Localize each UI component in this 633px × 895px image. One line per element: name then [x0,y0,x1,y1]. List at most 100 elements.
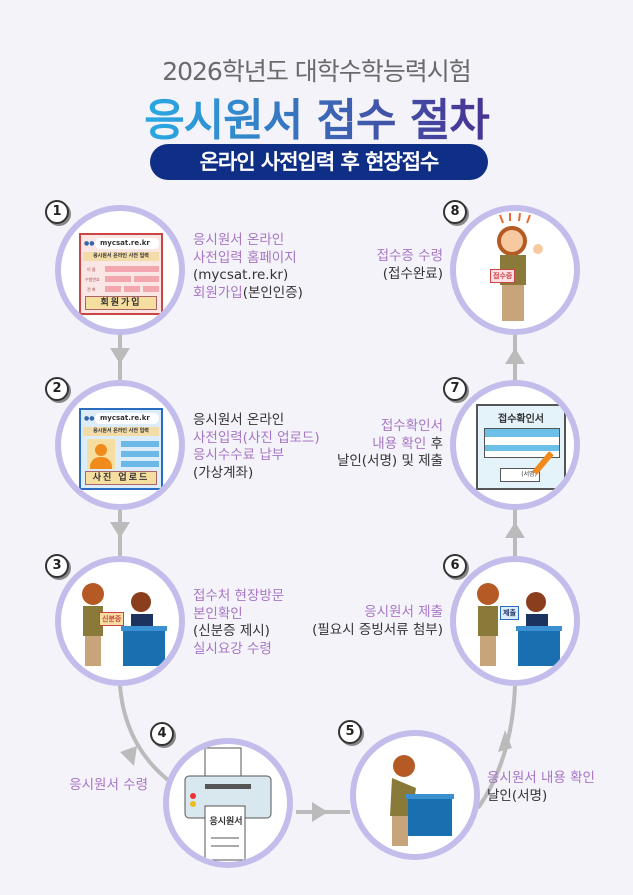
page-title: 응시원서 접수 절차 [0,84,633,148]
submit-document: 제출 [500,606,519,620]
plain-text: (본인인증) [242,284,303,301]
step-text-line: (가상계좌) [193,465,320,483]
step-text-line: 접수증 수령 [377,248,443,266]
form-label: 이 름 [87,267,96,272]
highlighted-text: 본인확인 [193,605,243,622]
step-text-line: (mycsat.re.kr) [193,267,303,285]
step-8-illustration: 접수증 [450,205,580,335]
step-number-badge: 4 [150,722,174,746]
step-text-line: 회원가입(본인인증) [193,285,303,303]
step-text-line: 응시원서 수령 [69,777,148,795]
highlighted-text: 실시요강 수령 [193,640,272,657]
plain-text: (가상계좌) [193,464,254,481]
url-bar: mycsat.re.kr [95,413,159,424]
plain-text: (신분증 제시) [193,623,270,639]
step-7-illustration: 접수확인서 (서명) [450,380,580,510]
plain-text: 응시원서 온라인 [193,412,285,428]
signing-person-icon [390,755,454,846]
highlighted-text: 접수확인서 [380,418,443,434]
highlighted-text: 회원가입 [193,284,243,301]
step-number-badge: 3 [45,554,69,578]
step-text-line: 날인(서명) [487,788,595,806]
arrow-down [110,522,130,538]
step-text-line: 본인확인 [193,606,284,624]
signup-browser: ●● mycsat.re.kr 응시원서 온라인 사전 입력 이 름 수험번호 … [79,233,163,315]
step-number-badge: 6 [443,554,467,578]
plain-text: (mycsat.re.kr) [193,267,289,283]
step-text-line: (접수완료) [377,266,443,284]
step-text-line: 응시원서 제출 [312,604,443,622]
id-card: 신분증 [99,612,125,626]
step-4-illustration: 응시원서 [163,738,293,868]
upload-browser: ●● mycsat.re.kr 응시원서 온라인 사전 입력 사진 업로드 [79,408,163,490]
plain-text: (필요시 증빙서류 첨부) [312,621,443,638]
arrow-up [505,522,525,538]
arrow-right [312,802,328,822]
step-2-illustration: ●● mycsat.re.kr 응시원서 온라인 사전 입력 사진 업로드 [55,380,185,510]
form-title: 응시원서 온라인 사전 입력 [83,252,159,261]
step-6-illustration: 제출 [450,556,580,686]
highlighted-text: 응시원서 제출 [364,604,443,620]
form-title: 응시원서 온라인 사전 입력 [83,427,159,436]
step-text-line: 날인(서명) 및 제출 [337,453,443,471]
step-number-badge: 5 [338,720,362,744]
upload-button: 사진 업로드 [85,471,157,485]
highlighted-text: 사전입력 홈페이지 [193,249,297,266]
browser-dots-icon: ●● [84,240,95,247]
person-icon [95,444,107,456]
step-text-line: (신분증 제시) [193,623,284,641]
arrow-down [120,746,137,766]
highlighted-text: 접수처 현장방문 [193,588,285,604]
arrow-up [505,348,525,364]
confirmation-title: 접수확인서 [498,414,544,425]
step-4-description: 응시원서 수령 [69,777,148,795]
step-text-line: 내용 확인 후 [337,436,443,454]
step-text-line: 사전입력(사진 업로드) [193,430,320,448]
step-number-badge: 7 [443,377,467,401]
desk-service-icon [82,583,167,666]
arrow-down [110,348,130,364]
form-label: 전 화 [87,287,96,292]
step-1-illustration: ●● mycsat.re.kr 응시원서 온라인 사전 입력 이 름 수험번호 … [55,205,185,335]
signature-box: (서명) [500,468,540,482]
step-8-description: 접수증 수령(접수완료) [377,248,443,283]
step-text-line: 실시요강 수령 [193,641,284,659]
step-text-line: 응시원서 온라인 [193,232,303,250]
plain-text: 후 [426,435,443,452]
photo-placeholder [87,439,115,469]
plain-text: (접수완료) [382,265,443,282]
highlighted-text: 내용 확인 [372,435,427,452]
form-label: 수험번호 [85,277,100,282]
step-number-badge: 8 [443,200,467,224]
highlighted-text: 응시수수료 납부 [193,447,285,463]
step-number-badge: 2 [45,377,69,401]
step-text-line: 응시원서 내용 확인 [487,770,595,788]
exam-subtitle: 2026학년도 대학수학능력시험 [162,57,472,86]
step-5-illustration [350,730,480,860]
step-text-line: 접수처 현장방문 [193,588,284,606]
highlighted-text: 응시원서 온라인 [193,232,285,248]
browser-dots-icon: ●● [84,415,95,422]
step-3-illustration: 신분증 [55,556,185,686]
step-text-line: 사전입력 홈페이지 [193,250,303,268]
highlighted-text: 응시원서 수령 [69,777,148,793]
arrow-up [498,730,512,752]
step-number-badge: 1 [45,200,69,224]
step-text-line: 접수확인서 [337,418,443,436]
url-bar: mycsat.re.kr [95,238,159,249]
application-form-label: 응시원서 [209,817,243,827]
highlighted-text: 응시원서 내용 확인 [487,770,595,786]
highlighted-text: 사전입력(사진 업로드) [193,429,320,446]
process-banner: 온라인 사전입력 후 현장접수 [150,144,488,180]
step-text-line: 응시원서 온라인 [193,412,320,430]
confirmation-form: 접수확인서 (서명) [476,404,566,490]
step-6-description: 응시원서 제출(필요시 증빙서류 첨부) [312,604,443,639]
submission-desk-icon [477,583,562,666]
step-text-line: (필요시 증빙서류 첨부) [312,622,443,640]
